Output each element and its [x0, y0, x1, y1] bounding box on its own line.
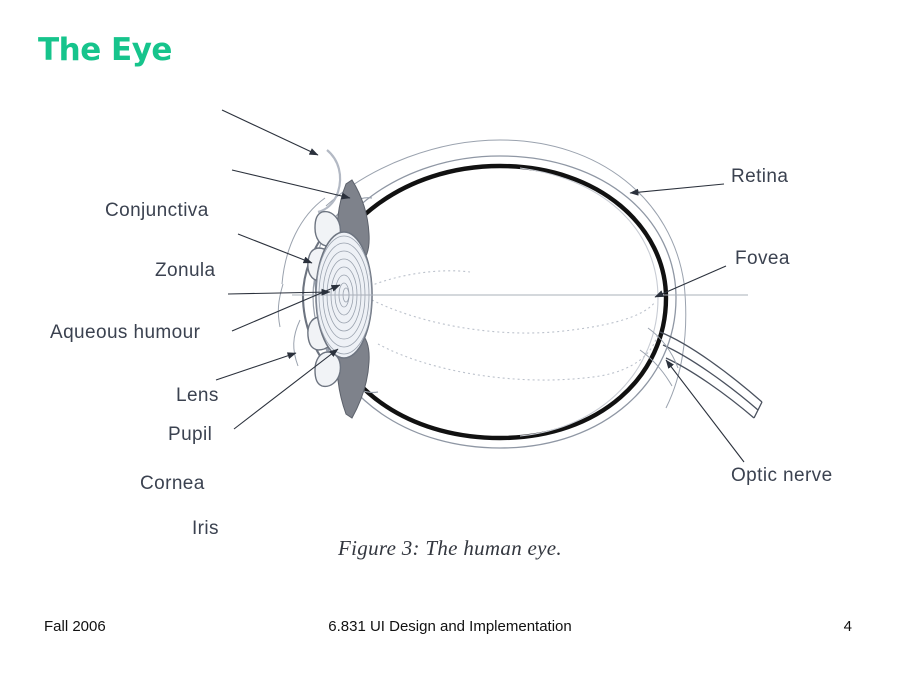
label-lens: Lens [176, 385, 219, 406]
label-fovea: Fovea [735, 248, 790, 269]
leader-optic-nerve [665, 359, 745, 463]
label-pupil: Pupil [168, 424, 213, 445]
leader-zonula [231, 169, 351, 200]
footer-slide-number: 4 [843, 618, 852, 635]
leader-lens [227, 288, 331, 296]
label-iris: Iris [192, 518, 219, 539]
eye-diagram-figure: Conjunctiva Zonula Aqueous humour Lens P… [0, 88, 900, 588]
eye-cross-section-illustration [215, 109, 763, 463]
label-zonula: Zonula [155, 260, 216, 281]
page-title: The Eye [38, 32, 172, 68]
conjunctiva-fold [317, 149, 342, 214]
leader-cornea [215, 352, 297, 381]
slide-footer: Fall 2006 6.831 UI Design and Implementa… [0, 618, 900, 644]
vitreous-body-outline [369, 270, 658, 381]
label-optic-nerve: Optic nerve [731, 465, 833, 486]
label-retina: Retina [731, 166, 789, 187]
leader-aqueous-humour [237, 233, 313, 264]
leader-fovea [654, 265, 727, 298]
label-conjunctiva: Conjunctiva [105, 200, 209, 221]
footer-course-name: 6.831 UI Design and Implementation [328, 618, 572, 635]
leader-pupil [231, 284, 341, 332]
optic-nerve [639, 327, 763, 419]
leader-iris [233, 348, 339, 430]
footer-term: Fall 2006 [44, 618, 106, 635]
sclera-outline [314, 155, 677, 449]
label-aqueous-humour: Aqueous humour [50, 322, 201, 343]
label-cornea: Cornea [140, 473, 205, 494]
leader-lines [215, 109, 745, 463]
figure-caption: Figure 3: The human eye. [338, 536, 562, 560]
retina-layer [519, 167, 659, 437]
leader-conjunctiva [221, 109, 319, 156]
leader-retina [629, 183, 725, 196]
